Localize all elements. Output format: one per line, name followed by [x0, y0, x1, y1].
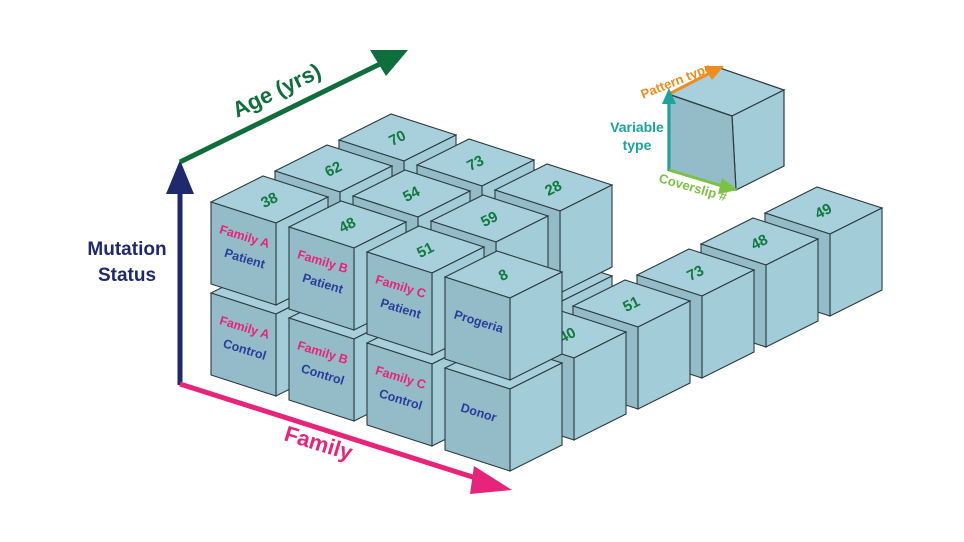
variable-type-arrowhead-icon: [662, 88, 676, 104]
age-value: 54: [400, 183, 423, 206]
coverslip-arrowhead-icon: [718, 178, 738, 194]
age-arrowhead-icon: [370, 50, 408, 76]
age-value: 38: [258, 189, 281, 212]
age-value: 59: [478, 208, 501, 231]
family-axis: [179, 381, 512, 494]
legend: Pattern type Variable type Coverslip #: [610, 60, 786, 204]
age-value: 48: [748, 231, 771, 254]
cube-front-face: [366, 342, 433, 447]
cube-front-face: [210, 292, 277, 397]
pattern-type-arrow-line: [668, 71, 711, 96]
age-value: 51: [414, 239, 437, 262]
mutation-axis-label-line1: Mutation: [87, 239, 166, 260]
cube-front-face: [444, 276, 511, 381]
age-axis-line: [178, 60, 384, 165]
cube-front-face: [444, 367, 511, 472]
coverslip-arrow-line: [668, 168, 723, 188]
age-value: 28: [542, 177, 565, 200]
age-value: 48: [336, 214, 359, 237]
mutation-status-axis: [166, 160, 194, 385]
age-value: 73: [464, 152, 487, 175]
age-value: 49: [812, 200, 835, 223]
mutation-status-arrowhead-icon: [166, 160, 194, 194]
pattern-type-arrowhead-icon: [704, 66, 724, 80]
family-axis-line: [179, 381, 483, 483]
variable-type-label-line2: type: [623, 137, 652, 153]
age-value: 51: [620, 293, 643, 316]
age-value: 62: [322, 158, 345, 181]
cube-front-face: [210, 201, 277, 306]
family-arrowhead-icon: [470, 466, 512, 494]
cube-front-face: [288, 317, 355, 422]
cube-front-face: [366, 251, 433, 356]
variable-type-label-line1: Variable: [610, 119, 664, 135]
age-axis: [178, 50, 408, 165]
cube-front-face: [288, 226, 355, 331]
age-value: 70: [386, 127, 409, 150]
age-value: 73: [684, 262, 707, 285]
mutation-axis-label-line2: Status: [98, 265, 156, 286]
